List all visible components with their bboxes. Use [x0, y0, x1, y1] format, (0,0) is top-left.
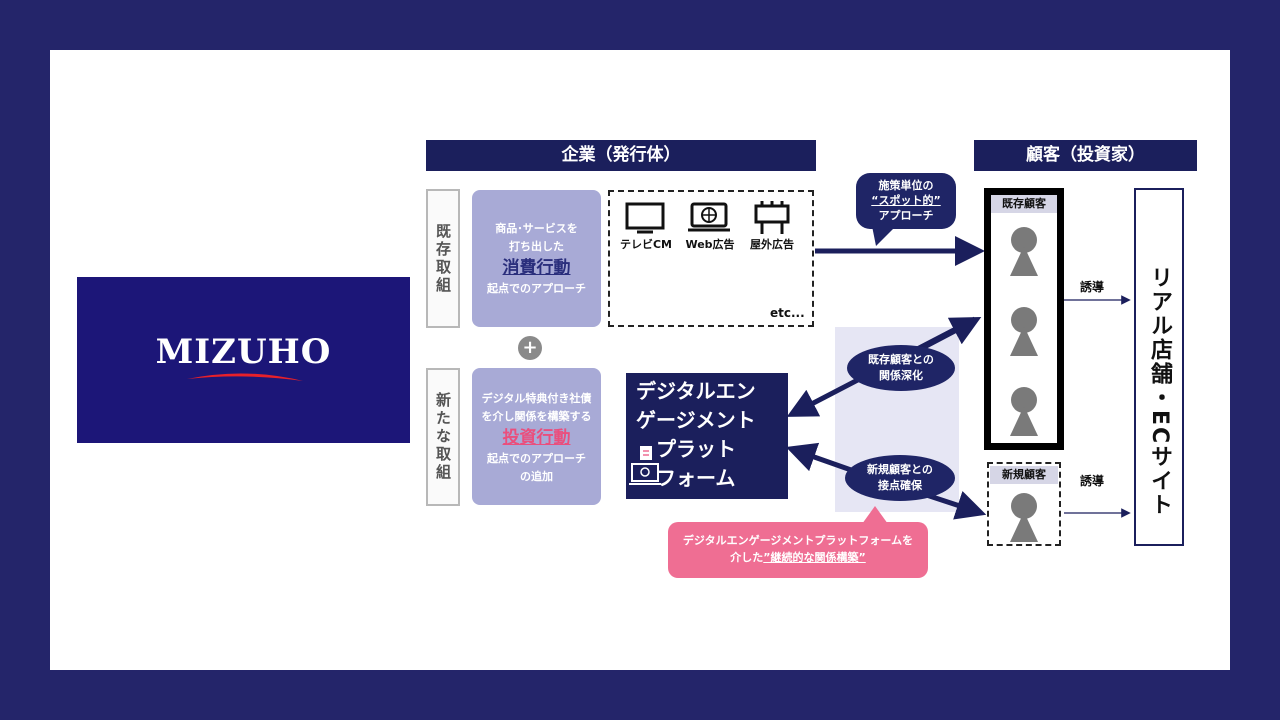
callout-secure: 新規顧客との 接点確保 — [845, 455, 955, 501]
new-customers-box — [987, 462, 1061, 546]
new-approach-line1: デジタル特典付き社債 — [481, 392, 592, 405]
callout-spot-text: 施策単位の “スポット的” アプローチ — [856, 178, 956, 223]
destination-box: リアル店舗・ECサイト — [1134, 188, 1184, 546]
pink-note-tail — [862, 506, 888, 524]
row-label-existing: 既存取組 — [426, 189, 460, 328]
new-approach-box: デジタル特典付き社債 を介し関係を構築する 投資行動 起点でのアプローチ の追加 — [472, 368, 601, 505]
person-icon — [1010, 307, 1038, 356]
web-icon — [688, 202, 730, 232]
tv-icon — [625, 202, 665, 234]
media-label-outdoor: 屋外広告 — [750, 238, 794, 251]
callout-spot-line3: アプローチ — [878, 209, 934, 222]
existing-approach-line3: 起点でのアプローチ — [487, 282, 586, 295]
existing-approach-line2: 打ち出した — [509, 240, 564, 253]
callout-secure-line1: 新規顧客との — [867, 463, 933, 476]
platform-line4: フォーム — [656, 466, 736, 490]
logo-swoosh-icon — [187, 373, 303, 381]
callout-secure-line2: 接点確保 — [878, 479, 922, 492]
billboard-icon — [754, 201, 790, 234]
callout-spot-tail — [872, 226, 896, 246]
callout-deepen: 既存顧客との 関係深化 — [847, 345, 955, 391]
new-approach-line2: を介し関係を構築する — [481, 410, 592, 423]
new-approach-line3: 起点でのアプローチ — [487, 452, 586, 465]
existing-approach-box: 商品･サービスを 打ち出した 消費行動 起点でのアプローチ — [472, 190, 601, 327]
media-box — [608, 190, 814, 327]
platform-line1: デジタルエン — [636, 379, 756, 403]
laptop-document-icon — [629, 446, 661, 485]
callout-spot-line2: “スポット的” — [871, 194, 941, 207]
induce-label-top: 誘導 — [1080, 280, 1105, 294]
pink-note-line2: 介した”継続的な関係構築” — [668, 549, 928, 566]
callout-spot — [856, 173, 956, 229]
pink-note-line1: デジタルエンゲージメントプラットフォームを — [682, 534, 914, 547]
induce-label-bottom: 誘導 — [1080, 474, 1105, 488]
pink-note-line2-emphasis: ”継続的な関係構築” — [763, 551, 866, 564]
media-etc: etc... — [770, 306, 805, 320]
platform-line3: プラット — [656, 437, 736, 461]
company-header: 企業（発行体） — [426, 140, 816, 171]
row-label-new: 新たな取組 — [426, 368, 460, 506]
new-approach-emphasis: 投資行動 — [502, 428, 571, 448]
logo-text: MIZUHO — [155, 332, 332, 372]
pink-note-line2-prefix: 介した — [730, 551, 764, 564]
new-customers-tag: 新規顧客 — [990, 466, 1058, 484]
person-icon — [1010, 387, 1038, 436]
callout-deepen-line1: 既存顧客との — [868, 353, 934, 366]
existing-customers-tag: 既存顧客 — [991, 195, 1057, 213]
engagement-platform: デジタルエン ゲージメント プラット フォーム — [626, 373, 788, 499]
media-label-tv: テレビCM — [619, 238, 673, 251]
person-icon — [1010, 227, 1038, 276]
existing-approach-line1: 商品･サービスを — [495, 222, 578, 235]
customer-header: 顧客（投資家） — [974, 140, 1197, 171]
platform-line2: ゲージメント — [636, 408, 756, 432]
media-label-web: Web広告 — [685, 238, 735, 251]
new-approach-line4: の追加 — [520, 470, 553, 483]
callout-deepen-line2: 関係深化 — [879, 369, 923, 382]
existing-approach-emphasis: 消費行動 — [502, 258, 571, 278]
pink-note: デジタルエンゲージメントプラットフォームを 介した”継続的な関係構築” — [668, 522, 928, 578]
mizuho-logo: MIZUHO — [77, 277, 410, 443]
plus-icon: + — [518, 336, 542, 360]
callout-spot-line1: 施策単位の — [878, 179, 934, 192]
person-icon — [1010, 493, 1038, 542]
